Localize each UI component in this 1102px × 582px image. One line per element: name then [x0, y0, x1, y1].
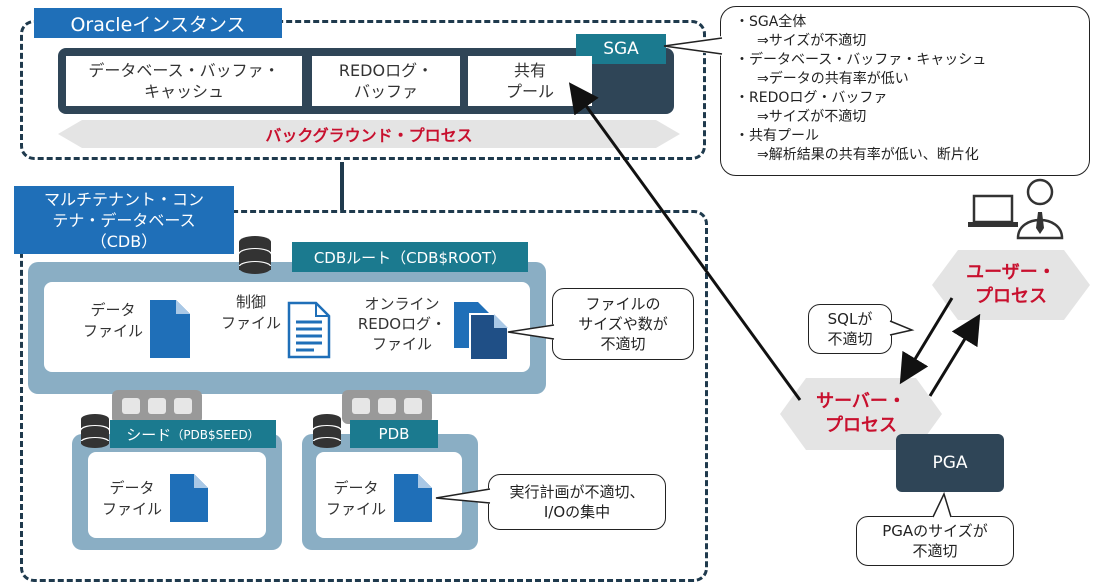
- sql-note-line2: 不適切: [827, 330, 873, 348]
- file-note-line3: 不適切: [600, 335, 646, 353]
- pdb-inner: [316, 452, 462, 538]
- redo-file-label: オンライン REDOログ・ ファイル: [352, 294, 452, 354]
- user-process-line1: ユーザー・: [966, 262, 1056, 283]
- control-file-line2: ファイル: [220, 314, 281, 332]
- root-data-file-line2: ファイル: [82, 322, 143, 340]
- buffer-cache-box: データベース・バッファ・ キャッシュ: [66, 56, 302, 106]
- background-process-banner: [58, 120, 680, 148]
- user-process-shape: [932, 250, 1090, 320]
- server-process-line2: プロセス: [824, 415, 897, 436]
- shared-pool-line2: プール: [505, 82, 554, 101]
- pdb-data-file-line1: データ: [333, 479, 379, 497]
- pga-note-line2: 不適切: [912, 542, 958, 560]
- redo-buffer-line2: バッファ: [353, 82, 418, 101]
- sga-note-2: ⇒サイズが不適切: [757, 33, 867, 49]
- redo-buffer-box: REDOログ・ バッファ: [312, 56, 460, 106]
- pdb-connector-slot: [352, 398, 370, 414]
- seed-label: シード （PDB$SEED）: [110, 420, 276, 448]
- user-process-label: ユーザー・ プロセス: [932, 250, 1090, 320]
- pdb-database-icon: [313, 414, 341, 448]
- sql-note-callout: SQLが 不適切: [808, 304, 892, 354]
- shared-pool-box: 共有 プール: [468, 56, 592, 106]
- seed-connector-slot: [122, 398, 140, 414]
- pga-note-line1: PGAのサイズが: [882, 522, 988, 540]
- oracle-instance-title: Oracleインスタンス: [34, 8, 282, 38]
- sga-note-4: ⇒データの共有率が低い: [757, 71, 909, 87]
- server-process-label: サーバー・ プロセス: [780, 378, 942, 450]
- seed-data-file-label: データ ファイル: [100, 478, 164, 520]
- root-data-file-icon: [150, 300, 190, 358]
- sga-notes-callout: ・SGA全体 ⇒サイズが不適切 ・データベース・バッファ・キャッシュ ⇒データの…: [720, 6, 1090, 176]
- oracle-instance-frame: [20, 20, 706, 160]
- pdb-note-line2: I/Oの集中: [543, 503, 611, 521]
- buffer-cache-line1: データベース・バッファ・: [88, 61, 280, 80]
- sga-note-3: ・データベース・バッファ・キャッシュ: [735, 52, 987, 68]
- arrows-layer: [568, 82, 981, 401]
- sql-note-line1: SQLが: [827, 310, 873, 328]
- seed-label-sub: （PDB$SEED）: [171, 427, 260, 442]
- server-to-shared-pool-arrow: [568, 82, 802, 401]
- cdb-root-label: CDBルート（CDB$ROOT）: [292, 242, 528, 272]
- file-note-pointer: [507, 324, 555, 340]
- seed-connector-slot: [148, 398, 166, 414]
- shared-pool-line1: 共有: [513, 61, 546, 80]
- sga-note-8: ⇒解析結果の共有率が低い、断片化: [757, 147, 979, 163]
- control-file-label: 制御 ファイル: [216, 292, 286, 334]
- file-note-line2: サイズや数が: [578, 315, 668, 333]
- seed-connector-slot: [174, 398, 192, 414]
- pdb-data-file-icon: [394, 474, 432, 522]
- cdb-title-line2: テナ・データベース: [52, 210, 196, 230]
- pdb-connector-slot: [404, 398, 422, 414]
- seed-label-main: シード: [126, 425, 172, 444]
- sga-callout-pointer: [663, 36, 723, 56]
- cdb-title-line1: マルチテナント・コン: [43, 189, 204, 209]
- pdb-data-file-label: データ ファイル: [324, 478, 388, 520]
- seed-data-file-line1: データ: [109, 479, 155, 497]
- sga-note-1: ・SGA全体: [735, 14, 807, 30]
- pga-label: PGA: [932, 453, 968, 473]
- user-process-line2: プロセス: [974, 286, 1047, 307]
- pga-note-callout: PGAのサイズが 不適切: [856, 516, 1014, 566]
- cdb-root-database-icon: [239, 236, 271, 274]
- sga-note-6: ⇒サイズが不適切: [757, 109, 867, 125]
- control-file-line1: 制御: [235, 293, 266, 311]
- user-person-icon: [968, 178, 1064, 240]
- server-to-user-arrow: [928, 313, 981, 397]
- seed-database-icon: [81, 414, 109, 448]
- user-to-server-arrow: [899, 297, 954, 385]
- pdb-connector-slot: [378, 398, 396, 414]
- seed-data-file-line2: ファイル: [101, 500, 162, 518]
- instance-cdb-connector: [340, 162, 344, 210]
- pga-block: PGA: [896, 434, 1004, 492]
- cdb-root-inner: [44, 282, 530, 372]
- pdb-label: PDB: [350, 420, 438, 448]
- pdb-note-pointer: [435, 488, 491, 504]
- background-process-label: バックグラウンド・プロセス: [265, 126, 473, 145]
- server-process-shape: [780, 378, 942, 450]
- file-note-callout: ファイルの サイズや数が 不適切: [552, 288, 694, 360]
- sga-note-7: ・共有プール: [735, 128, 819, 144]
- cdb-title: マルチテナント・コン テナ・データベース （CDB）: [14, 186, 234, 254]
- buffer-cache-line2: キャッシュ: [143, 82, 224, 101]
- control-file-icon: [287, 301, 331, 359]
- redo-file-line2: REDOログ・: [357, 315, 447, 333]
- root-data-file-label: データ ファイル: [80, 300, 146, 342]
- redo-buffer-line1: REDOログ・: [338, 61, 434, 80]
- redo-file-icon: [454, 302, 509, 361]
- pdb-note-callout: 実行計画が不適切、 I/Oの集中: [488, 474, 666, 530]
- seed-data-file-icon: [170, 474, 208, 522]
- file-note-line1: ファイルの: [585, 295, 661, 313]
- pdb-data-file-line2: ファイル: [325, 500, 386, 518]
- redo-file-line1: オンライン: [364, 295, 440, 313]
- root-data-file-line1: データ: [90, 301, 136, 319]
- sga-note-5: ・REDOログ・バッファ: [735, 90, 888, 106]
- server-process-line1: サーバー・: [816, 391, 906, 412]
- pga-note-pointer: [932, 491, 952, 518]
- redo-file-line3: ファイル: [371, 335, 432, 353]
- sql-note-pointer: [889, 320, 915, 336]
- pdb-note-line1: 実行計画が不適切、: [509, 483, 645, 501]
- cdb-title-line3: （CDB）: [90, 231, 158, 251]
